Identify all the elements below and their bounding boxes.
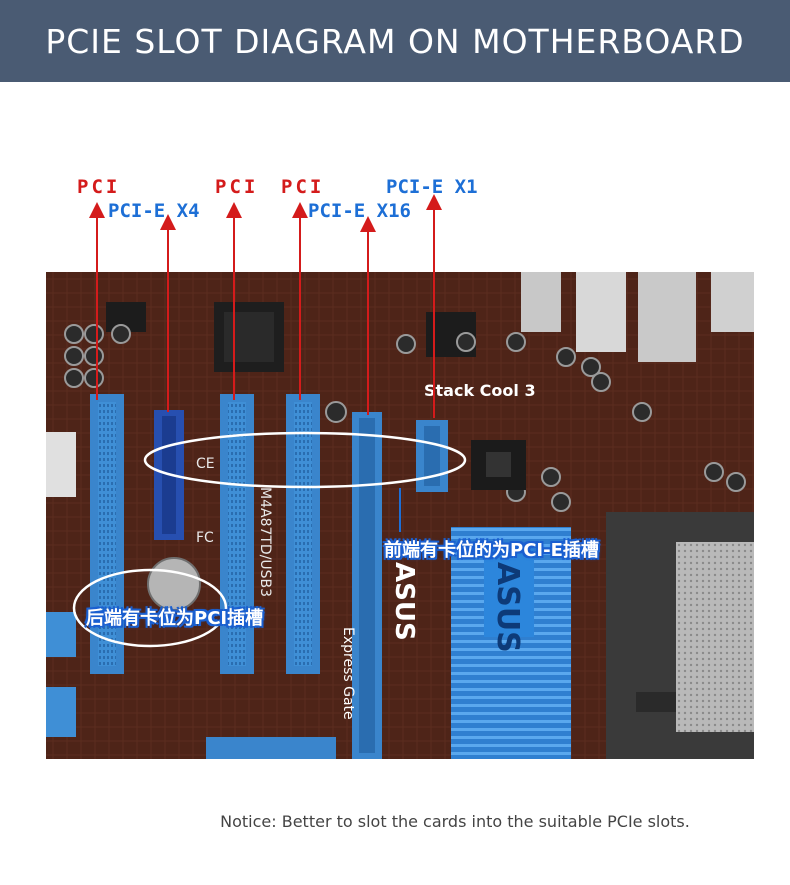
svg-text:M4A87TD/USB3: M4A87TD/USB3 [257,487,273,597]
page-title: PCIE SLOT DIAGRAM ON MOTHERBOARD [45,21,745,61]
motherboard-photo: M4A87TD/USB3 Express Gate ASUS ASUS CE F… [46,272,754,759]
svg-text:FC: FC [196,530,214,546]
svg-text:CE: CE [196,456,215,472]
asus-logo-text-board: ASUS [389,562,419,641]
asus-heatsink-text: ASUS [490,562,525,653]
label-pci-2: PCI [215,176,259,198]
title-banner: PCIE SLOT DIAGRAM ON MOTHERBOARD [0,0,790,82]
front-notch-note: 前端有卡位的为PCI-E插槽 [384,540,599,561]
power-connector [46,432,76,497]
rear-notch-note: 后端有卡位为PCI插槽 [86,608,264,629]
cmos-battery [147,557,201,611]
audio-port [521,272,561,332]
label-pcie-x4: PCI-E X4 [108,200,200,222]
express-gate-text: Express Gate [340,627,356,720]
stack-cool-text: Stack Cool 3 [424,381,536,400]
label-pcie-x1: PCI-E X1 [386,176,478,198]
footer-notice: Notice: Better to slot the cards into th… [220,812,690,831]
usb-port [576,272,626,352]
label-pci-3: PCI [281,176,325,198]
label-pcie-x16: PCI-E X16 [308,200,411,222]
cpu-socket-pins [676,542,754,732]
lan-port [638,272,696,362]
label-pci-1: PCI [77,176,121,198]
motherboard-illustration: M4A87TD/USB3 Express Gate ASUS ASUS CE F… [46,272,754,759]
